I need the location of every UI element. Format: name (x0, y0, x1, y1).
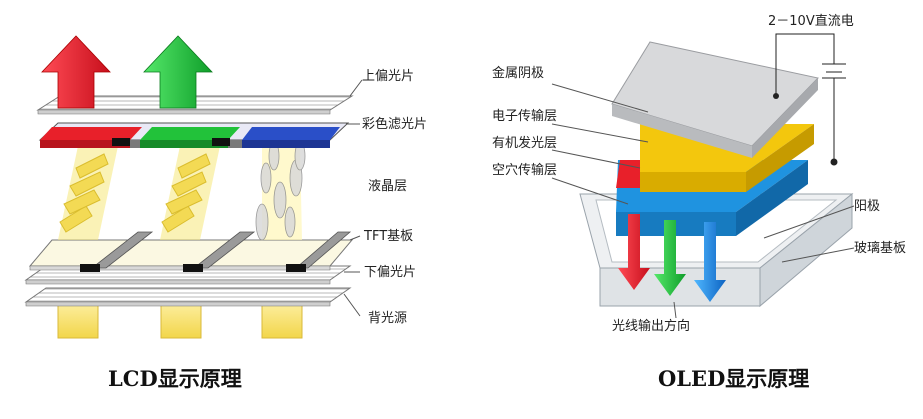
lcd-diagram: 上偏光片 彩色滤光片 液晶层 TFT基板 下偏光片 背光源 LCD显示原理 (26, 36, 427, 391)
label-anode: 阳极 (854, 199, 880, 214)
lcd-leader-lines (344, 80, 362, 316)
label-upper-polarizer: 上偏光片 (362, 69, 414, 84)
label-liquid-crystal: 液晶层 (368, 179, 407, 194)
label-electron-transport: 电子传输层 (492, 108, 557, 124)
oled-light-arrows (618, 214, 726, 302)
label-color-filter: 彩色滤光片 (362, 116, 427, 132)
label-lower-polarizer: 下偏光片 (364, 265, 416, 280)
label-light-output: 光线输出方向 (612, 318, 690, 334)
oled-diagram: 2－10V直流电 金属阴极 电子传输层 有机发光层 空穴传输层 阳极 玻璃基板 … (492, 14, 906, 391)
liquid-crystal-beams (58, 142, 305, 240)
oled-caption: OLED显示原理 (658, 366, 809, 391)
label-hole-transport: 空穴传输层 (492, 162, 557, 178)
lcd-caption: LCD显示原理 (108, 366, 242, 391)
label-backlight: 背光源 (368, 311, 407, 326)
label-voltage: 2－10V直流电 (768, 14, 854, 29)
label-tft-substrate: TFT基板 (363, 229, 413, 244)
label-glass-substrate: 玻璃基板 (854, 241, 906, 256)
label-organic-emissive: 有机发光层 (492, 135, 557, 151)
backlight-plate (26, 288, 350, 306)
label-metal-cathode: 金属阴极 (492, 65, 544, 81)
color-filter-plate (40, 123, 348, 148)
